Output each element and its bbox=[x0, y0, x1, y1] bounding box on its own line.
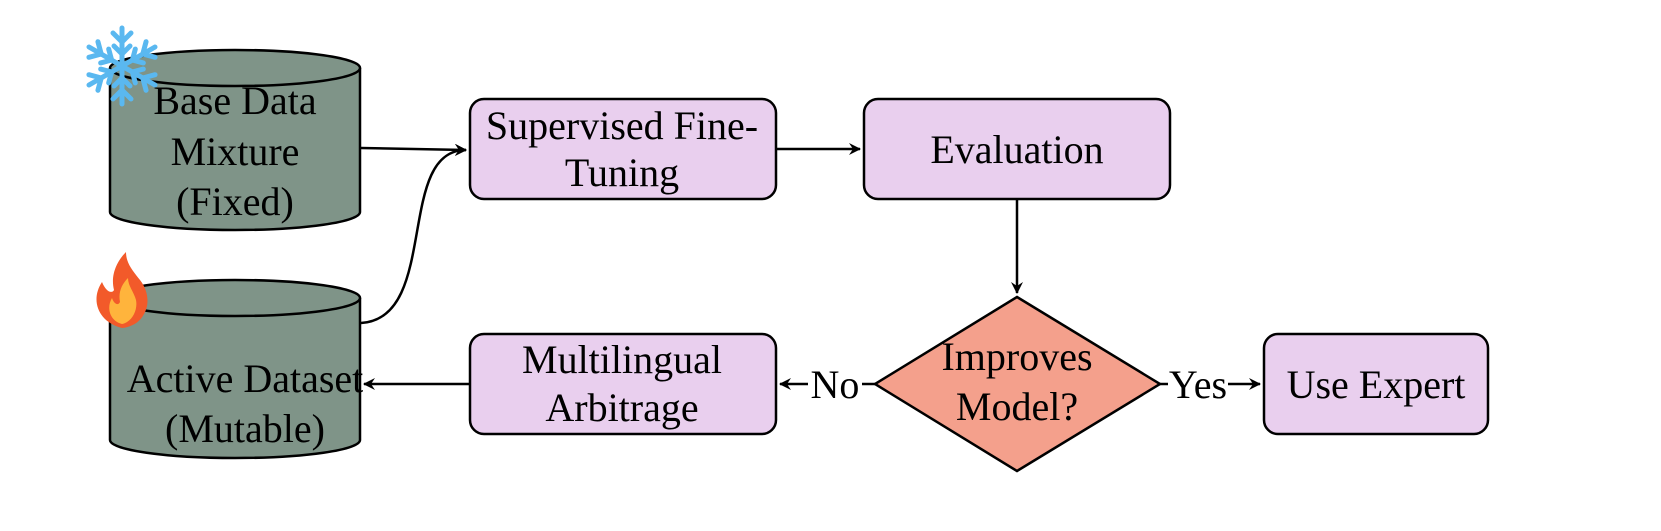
base-data-label-line2: Mixture bbox=[171, 129, 300, 174]
arbitrage-label-line2: Arbitrage bbox=[545, 385, 698, 430]
decision-label-line2: Model? bbox=[956, 384, 1078, 429]
base-data-label-line1: Base Data bbox=[153, 78, 317, 123]
edges bbox=[360, 143, 1261, 390]
multilingual-arbitrage-node: Multilingual Arbitrage bbox=[468, 332, 778, 436]
use-expert-node: Use Expert bbox=[1262, 332, 1490, 436]
base-data-mixture-node: Base Data Mixture (Fixed) bbox=[108, 48, 362, 232]
sft-label-line2: Tuning bbox=[565, 150, 679, 195]
supervised-fine-tuning-node: Supervised Fine- Tuning bbox=[468, 97, 778, 201]
arbitrage-label-line1: Multilingual bbox=[522, 337, 722, 382]
use-expert-label: Use Expert bbox=[1287, 362, 1466, 407]
snowflake-icon bbox=[89, 25, 155, 107]
edge-yes-label: Yes bbox=[1169, 362, 1227, 407]
edge-base-to-sft bbox=[360, 143, 467, 156]
edge-active-to-sft bbox=[360, 144, 467, 325]
base-data-label-line3: (Fixed) bbox=[176, 179, 294, 224]
evaluation-label: Evaluation bbox=[930, 127, 1103, 172]
improves-model-decision: Improves Model? bbox=[872, 295, 1163, 473]
active-dataset-label-line1: Active Dataset bbox=[127, 356, 364, 401]
evaluation-node: Evaluation bbox=[862, 97, 1172, 201]
flame-icon bbox=[96, 252, 148, 328]
edge-no-label: No bbox=[811, 362, 860, 407]
sft-label-line1: Supervised Fine- bbox=[486, 103, 758, 148]
active-dataset-label-line2: (Mutable) bbox=[165, 406, 325, 451]
active-dataset-node: Active Dataset (Mutable) bbox=[108, 278, 364, 460]
decision-label-line1: Improves bbox=[941, 334, 1092, 379]
